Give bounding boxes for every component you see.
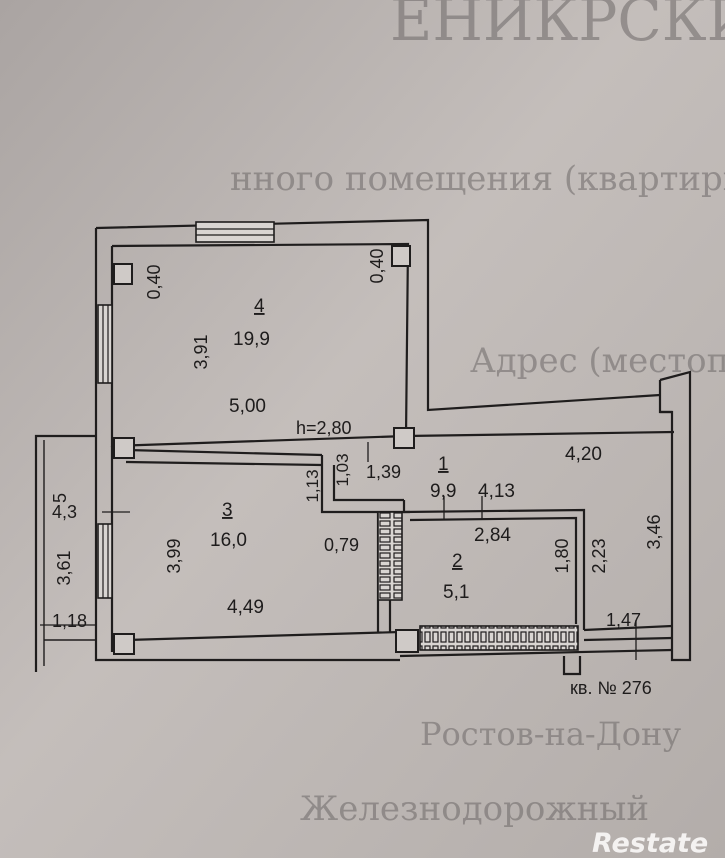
bg-text-1: ЕНИКРСКИЙ ПАС [390, 0, 725, 54]
apartment-number-label: кв. № 276 [570, 678, 652, 698]
dim-r4-height: 3,91 [191, 334, 211, 369]
room-1-number: 1 [438, 454, 449, 475]
dim-bottom-right: 1,47 [606, 610, 641, 630]
room-2-number: 2 [452, 551, 463, 572]
dimension-labels: 0,40 0,40 3,91 5,00 h=2,80 1,39 1,03 1,1… [52, 248, 664, 631]
dim-r2-height: 1,80 [552, 538, 572, 573]
room-4-number: 4 [254, 296, 265, 317]
room-5-area: 4,3 [52, 502, 77, 522]
dim-r4-top-left: 0,40 [144, 264, 164, 299]
outer-wall [94, 228, 400, 662]
dim-right-d2: 3,46 [644, 514, 664, 549]
bg-text-4: Ростов-на-Дону [420, 715, 681, 753]
dim-hall-w2: 4,13 [478, 481, 515, 502]
dim-r4-width: 5,00 [229, 396, 266, 417]
dim-ceiling: h=2,80 [296, 418, 352, 438]
dim-hall-d2: 1,13 [303, 469, 322, 502]
windows [97, 221, 275, 599]
room-3-area: 16,0 [210, 530, 247, 551]
room-4-area: 19,9 [233, 329, 270, 350]
dim-r2-width: 2,84 [474, 525, 511, 546]
dim-hall-w1: 1,39 [366, 462, 401, 482]
bg-text-5: Железнодорожный [300, 789, 649, 829]
bg-text-2: нного помещения (квартиры) [230, 159, 725, 199]
dim-r3-height: 3,99 [164, 538, 184, 573]
room-labels: 4 19,9 3 16,0 1 9,9 2 5,1 5 4,3 [50, 296, 469, 603]
dim-hall-width: 4,20 [565, 444, 602, 465]
room-2-area: 5,1 [443, 582, 469, 603]
dim-balcony-height: 3,61 [54, 550, 74, 585]
dim-right-d1: 2,23 [589, 538, 609, 573]
dim-r4-top-right: 0,40 [367, 248, 387, 283]
room-5-number: 5 [50, 493, 70, 503]
bg-text-3: Адрес (местопол [470, 341, 725, 381]
dimension-ticks [40, 442, 637, 660]
dim-hall-d1: 1,03 [333, 453, 352, 486]
dim-balcony-width: 1,18 [52, 611, 87, 631]
dim-r3-gap: 0,79 [324, 535, 359, 555]
dim-r3-width: 4,49 [227, 597, 264, 618]
room-3-number: 3 [222, 500, 233, 521]
watermark-text: Restate [592, 828, 708, 858]
restate-logo: Restate [592, 828, 708, 858]
columns [113, 245, 419, 655]
ventilation-ducts [377, 511, 579, 651]
room-1-area: 9,9 [430, 481, 456, 502]
